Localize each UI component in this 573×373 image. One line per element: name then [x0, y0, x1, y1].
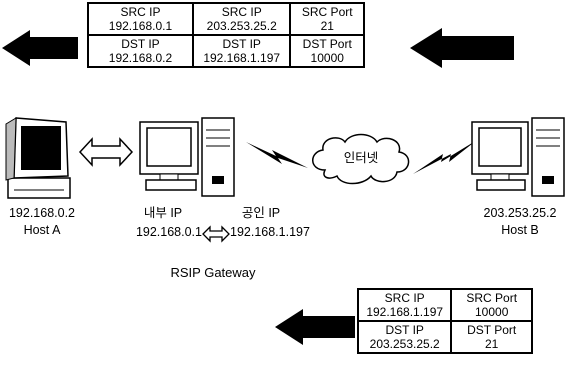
- gateway-computer-icon: [139, 117, 235, 197]
- host-a-computer-icon: [5, 117, 71, 199]
- gateway-internet-link-icon: [246, 142, 308, 168]
- top-dst-port-cell: DST Port 10000: [289, 34, 365, 68]
- top-dst-port-value: 10000: [310, 51, 344, 65]
- top-src-port-value: 21: [320, 19, 334, 33]
- top-packet-table: SRC IP 192.168.0.1 SRC IP 203.253.25.2 S…: [87, 2, 365, 68]
- host-link-double-arrow-icon: [78, 137, 134, 167]
- host-b-name: Host B: [501, 223, 539, 237]
- gateway-internal-label: 내부 IP: [143, 206, 183, 220]
- gateway-public-label: 공인 IP: [241, 206, 281, 220]
- top-dst-ip-cell: DST IP 192.168.0.2: [87, 34, 194, 68]
- top-dst-ip2-cell: DST IP 192.168.1.197: [191, 34, 292, 68]
- bottom-src-ip-value: 192.168.1.197: [366, 305, 444, 319]
- bottom-src-ip-label: SRC IP: [384, 291, 425, 305]
- host-a-name: Host A: [23, 223, 61, 237]
- bottom-dst-ip-cell: DST IP 203.253.25.2: [356, 320, 453, 354]
- top-dst-ip-value: 192.168.0.2: [108, 51, 173, 65]
- top-dst-ip2-value: 192.168.1.197: [203, 51, 281, 65]
- host-b-ip: 203.253.25.2: [483, 206, 557, 220]
- internet-cloud-icon: [312, 133, 410, 185]
- bottom-src-port-label: SRC Port: [466, 291, 518, 305]
- top-right-arrow-icon: [410, 28, 514, 68]
- host-b-computer-icon: [471, 117, 565, 197]
- top-src-ip-value: 192.168.0.1: [108, 19, 173, 33]
- bottom-dst-ip-label: DST IP: [385, 323, 424, 337]
- gateway-internal-ip: 192.168.0.1: [135, 225, 202, 239]
- gateway-name: RSIP Gateway: [170, 265, 256, 280]
- top-src-ip2-cell: SRC IP 203.253.25.2: [191, 2, 292, 36]
- top-dst-port-label: DST Port: [302, 37, 352, 51]
- bottom-arrow-icon: [275, 309, 355, 345]
- top-src-port-label: SRC Port: [301, 5, 353, 19]
- top-dst-ip-label: DST IP: [121, 37, 160, 51]
- bottom-packet-table: SRC IP 192.168.1.197 SRC Port 10000 DST …: [356, 288, 533, 354]
- top-dst-ip2-label: DST IP: [222, 37, 261, 51]
- top-left-arrow-icon: [2, 30, 78, 66]
- bottom-src-ip-cell: SRC IP 192.168.1.197: [356, 288, 453, 322]
- host-a-ip: 192.168.0.2: [8, 206, 76, 220]
- internet-label: 인터넷: [343, 151, 379, 165]
- bottom-dst-port-value: 21: [485, 337, 499, 351]
- top-src-port-cell: SRC Port 21: [289, 2, 365, 36]
- bottom-dst-ip-value: 203.253.25.2: [369, 337, 440, 351]
- top-src-ip-cell: SRC IP 192.168.0.1: [87, 2, 194, 36]
- top-src-ip2-label: SRC IP: [221, 5, 262, 19]
- bottom-src-port-cell: SRC Port 10000: [450, 288, 533, 322]
- bottom-src-port-value: 10000: [475, 305, 509, 319]
- bottom-dst-port-cell: DST Port 21: [450, 320, 533, 354]
- top-src-ip2-value: 203.253.25.2: [206, 19, 277, 33]
- gateway-public-ip: 192.168.1.197: [230, 225, 310, 239]
- top-src-ip-label: SRC IP: [120, 5, 161, 19]
- internet-host-b-link-icon: [413, 140, 477, 174]
- bottom-dst-port-label: DST Port: [467, 323, 517, 337]
- gateway-double-arrow-icon: [202, 225, 230, 243]
